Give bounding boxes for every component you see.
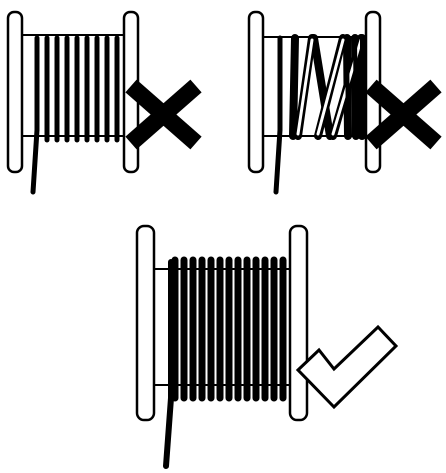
spool-left-flange bbox=[135, 224, 156, 422]
cable-windings bbox=[171, 256, 287, 402]
cable-windings bbox=[289, 34, 366, 140]
spool-left-flange bbox=[247, 10, 265, 174]
spool-left-flange bbox=[6, 10, 24, 174]
cable-lead bbox=[273, 35, 283, 195]
cable-windings bbox=[44, 35, 120, 143]
panel-crossed-uneven bbox=[247, 10, 442, 195]
cross-icon bbox=[125, 79, 202, 150]
panel-tight-even bbox=[135, 224, 399, 469]
cable-lead bbox=[163, 259, 174, 469]
panel-loose-gapped bbox=[6, 10, 202, 195]
spool-right-flange bbox=[288, 224, 309, 422]
cable-lead bbox=[30, 35, 40, 195]
cross-icon bbox=[365, 79, 442, 150]
check-icon bbox=[295, 324, 399, 410]
